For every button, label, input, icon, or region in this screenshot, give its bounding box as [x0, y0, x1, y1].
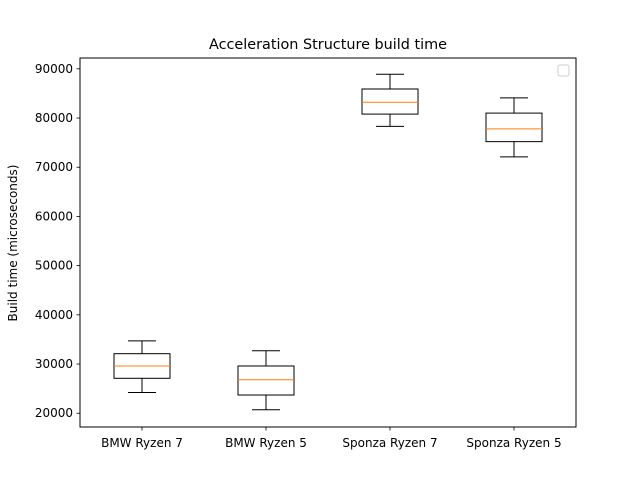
x-tick-label: BMW Ryzen 7	[101, 436, 183, 450]
box-iqr	[361, 88, 419, 115]
x-tick-label: Sponza Ryzen 7	[342, 436, 437, 450]
y-tick-label: 30000	[35, 357, 73, 371]
x-tick-label: BMW Ryzen 5	[225, 436, 307, 450]
y-tick-label: 40000	[35, 308, 73, 322]
box-iqr	[237, 365, 295, 396]
plot-frame	[79, 57, 577, 428]
y-tick-label: 50000	[35, 259, 73, 273]
y-tick-label: 90000	[35, 62, 73, 76]
y-tick-label: 70000	[35, 160, 73, 174]
plot-area: 20000 30000 40000 50000 60000 70000 80000 90000…	[35, 62, 562, 450]
chart-title: Acceleration Structure build time	[209, 37, 447, 53]
y-tick-label: 20000	[35, 406, 73, 420]
y-axis-label: Build time (microseconds)	[6, 165, 20, 322]
x-tick-label: Sponza Ryzen 5	[466, 436, 561, 450]
y-tick-label: 80000	[35, 111, 73, 125]
y-tick-label: 60000	[35, 209, 73, 223]
box-iqr	[485, 112, 543, 143]
legend-box	[557, 64, 570, 77]
